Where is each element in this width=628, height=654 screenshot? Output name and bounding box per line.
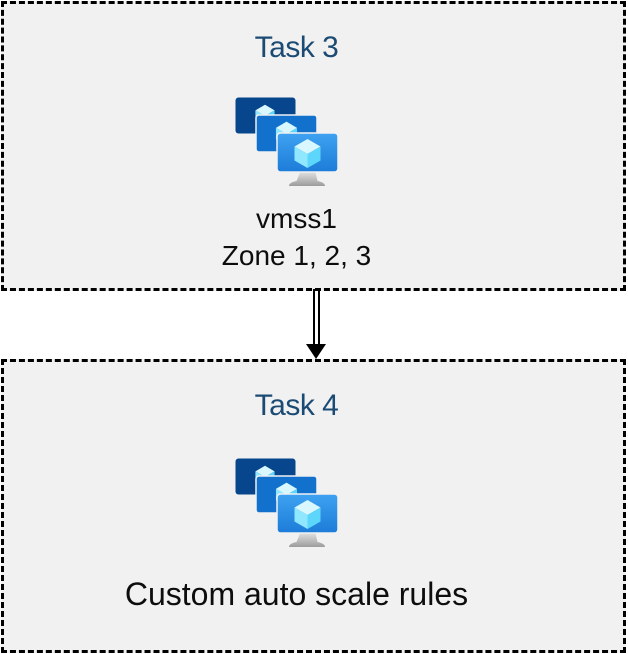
vmss-name-label: vmss1 xyxy=(256,203,337,234)
task3-title: Task 3 xyxy=(254,31,339,64)
task4-title: Task 4 xyxy=(254,389,339,422)
custom-autoscale-label: Custom auto scale rules xyxy=(124,576,469,612)
task3-labels: vmss1 Zone 1, 2, 3 xyxy=(4,200,589,274)
vm-scale-sets-icon xyxy=(235,458,341,552)
arrow-connector xyxy=(306,289,326,359)
arrow-shaft xyxy=(313,289,320,347)
zones-label: Zone 1, 2, 3 xyxy=(221,240,372,271)
vm-scale-sets-icon xyxy=(235,97,341,191)
arrow-head-icon xyxy=(306,344,326,359)
task4-box: Task 4 Custom auto scale xyxy=(1,359,626,653)
task4-labels: Custom auto scale rules xyxy=(4,574,589,614)
task3-box: Task 3 vmss1 Zone 1, xyxy=(1,1,626,291)
